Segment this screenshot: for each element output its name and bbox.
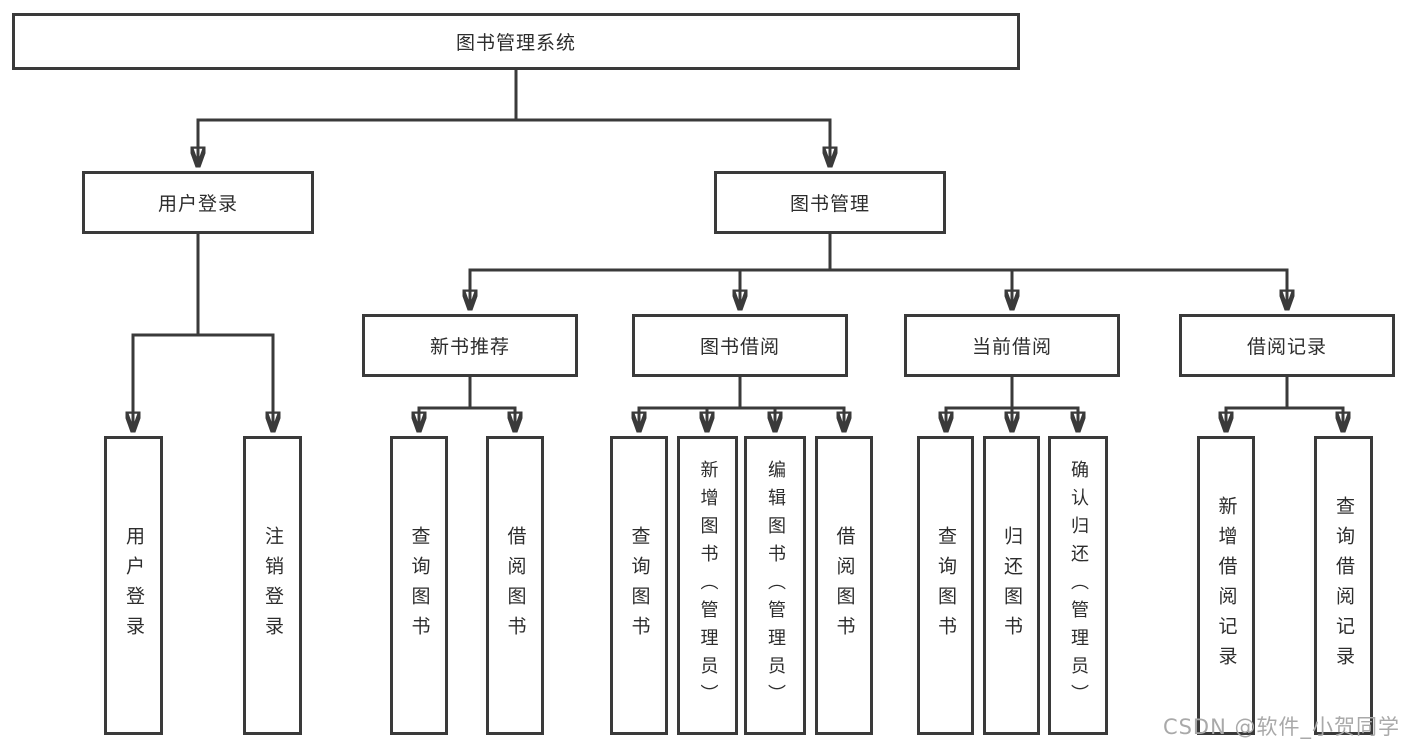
node-root: 图书管理系统 <box>12 13 1020 70</box>
leaf-newbook-query: 查询图书 <box>390 436 448 735</box>
connector-group-mgmt <box>469 234 1289 309</box>
connector-group-login <box>132 234 275 431</box>
leaf-newbook-borrow: 借阅图书 <box>486 436 544 735</box>
node-current-borrow: 当前借阅 <box>904 314 1120 377</box>
node-new-book-recommend: 新书推荐 <box>362 314 578 377</box>
leaf-records-add-label: 新增借阅记录 <box>1215 495 1238 676</box>
leaf-records-query-label: 查询借阅记录 <box>1333 495 1355 676</box>
leaf-borrow-borrow: 借阅图书 <box>815 436 873 735</box>
node-user-login-label: 用户登录 <box>157 193 238 215</box>
leaf-borrow-query-label: 查询图书 <box>628 525 651 646</box>
node-book-borrow: 图书借阅 <box>632 314 848 377</box>
leaf-logout: 注销登录 <box>243 436 302 735</box>
node-root-label: 图书管理系统 <box>455 32 576 54</box>
leaf-borrow-add: 新增图书（管理员） <box>677 436 738 735</box>
connector-group-root <box>197 70 832 166</box>
leaf-borrow-query: 查询图书 <box>610 436 668 735</box>
leaf-current-return: 归还图书 <box>983 436 1040 735</box>
connector-group-current <box>945 377 1080 431</box>
leaf-borrow-edit-label: 编辑图书（管理员） <box>765 459 786 712</box>
connector-group-newbook <box>418 377 517 431</box>
leaf-current-query-label: 查询图书 <box>935 525 957 646</box>
leaf-borrow-borrow-label: 借阅图书 <box>833 525 856 646</box>
leaf-current-query: 查询图书 <box>917 436 974 735</box>
node-borrow-records-label: 借阅记录 <box>1246 336 1327 358</box>
leaf-borrow-add-label: 新增图书（管理员） <box>697 459 719 712</box>
leaf-user-login-label: 用户登录 <box>123 525 145 646</box>
watermark: CSDN @软件_小贺同学 <box>1162 715 1400 739</box>
leaf-current-confirm-label: 确认归还（管理员） <box>1068 459 1089 712</box>
leaf-user-login: 用户登录 <box>104 436 163 735</box>
leaf-current-return-label: 归还图书 <box>1001 525 1023 646</box>
node-book-management: 图书管理 <box>714 171 946 234</box>
connector-group-borrow <box>638 377 846 431</box>
leaf-newbook-borrow-label: 借阅图书 <box>504 525 527 646</box>
connector-group-records <box>1225 377 1345 431</box>
leaf-newbook-query-label: 查询图书 <box>408 525 431 646</box>
node-book-management-label: 图书管理 <box>789 193 870 215</box>
leaf-current-confirm: 确认归还（管理员） <box>1048 436 1108 735</box>
node-book-borrow-label: 图书借阅 <box>699 336 780 358</box>
leaf-records-add: 新增借阅记录 <box>1197 436 1255 735</box>
node-user-login: 用户登录 <box>82 171 314 234</box>
node-new-book-recommend-label: 新书推荐 <box>429 336 510 358</box>
leaf-logout-label: 注销登录 <box>262 525 284 646</box>
node-current-borrow-label: 当前借阅 <box>971 336 1052 358</box>
leaf-records-query: 查询借阅记录 <box>1314 436 1373 735</box>
node-borrow-records: 借阅记录 <box>1179 314 1395 377</box>
leaf-borrow-edit: 编辑图书（管理员） <box>744 436 806 735</box>
